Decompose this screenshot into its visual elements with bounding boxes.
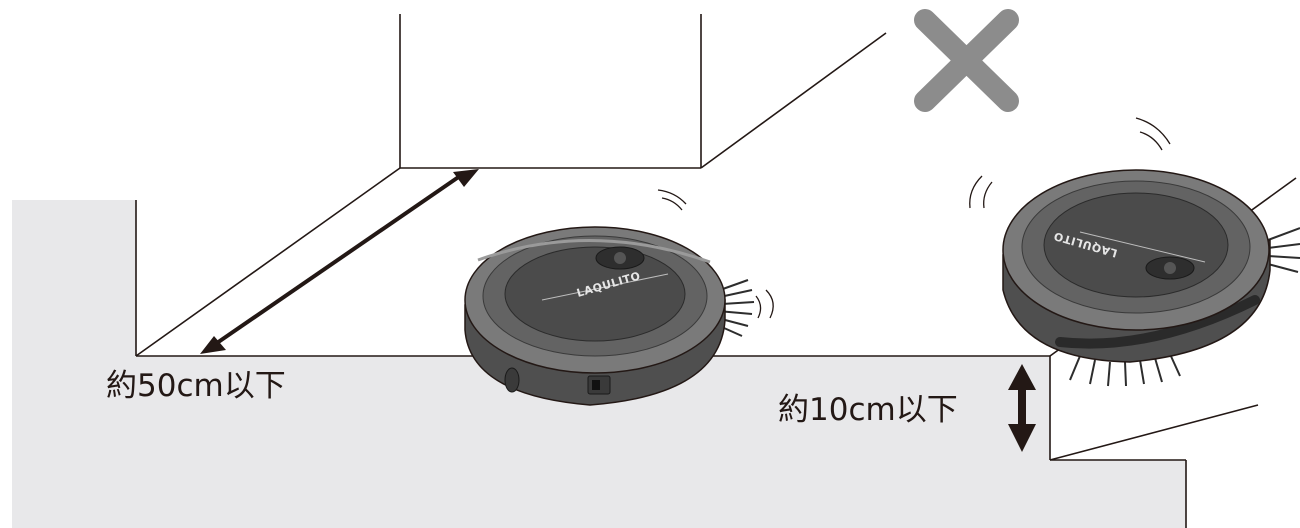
- cross-mark-icon: [914, 9, 1019, 112]
- height-dimension-arrow: [1008, 364, 1036, 452]
- robot-cleaner-center: LAQULITO: [464, 189, 774, 406]
- step-face: [1050, 356, 1186, 460]
- depth-limit-label: 約50cm以下: [106, 368, 286, 404]
- robot-cleaner-right: LAQULITO: [969, 117, 1300, 387]
- depth-dimension-arrow: [200, 169, 479, 354]
- height-limit-label: 約10cm以下: [778, 392, 958, 428]
